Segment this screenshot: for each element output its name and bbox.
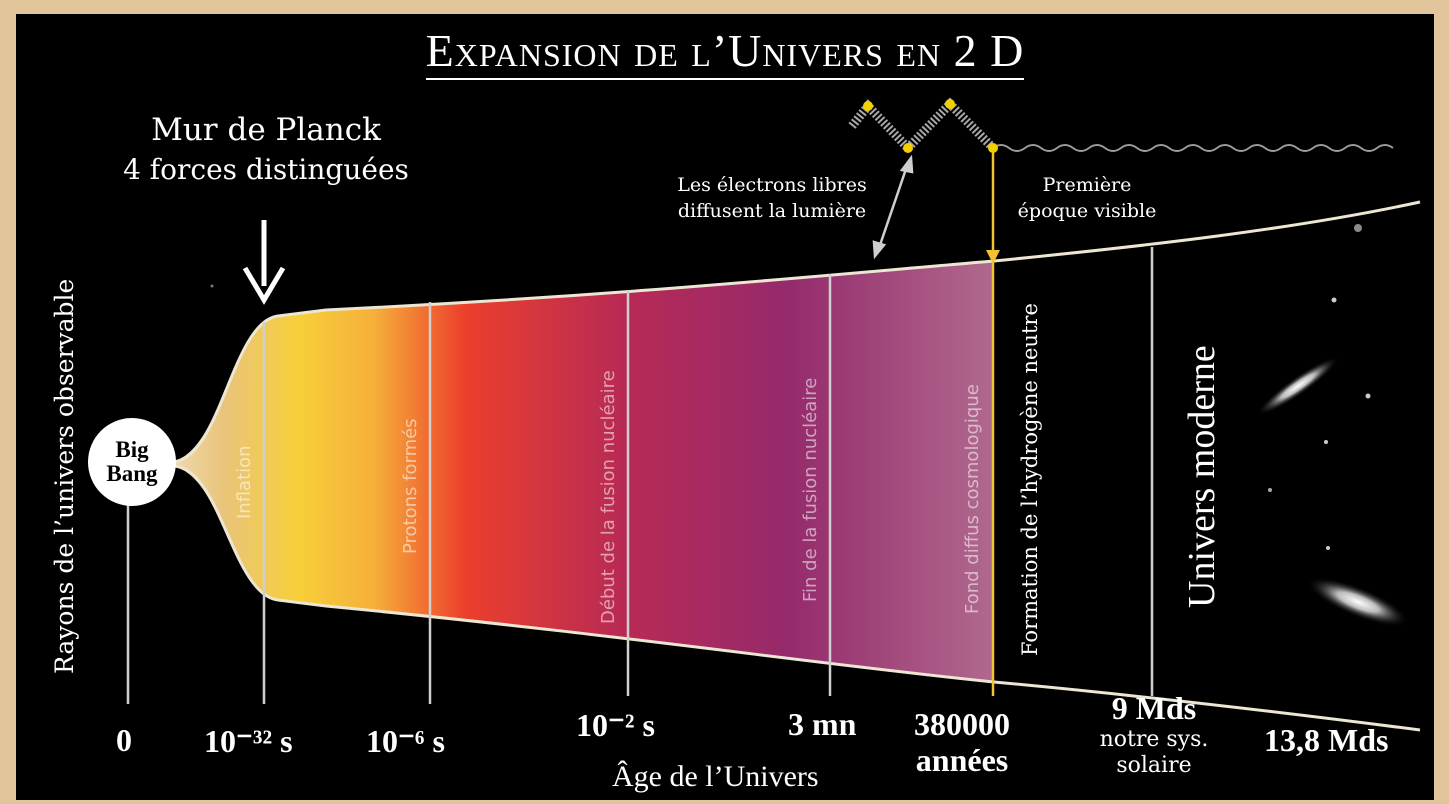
x-axis-label: Âge de l’Univers [612,760,819,793]
time-label-fusion-start: 10⁻² s [576,707,655,743]
big-bang-circle: Big Bang [88,418,176,506]
page-title: Expansion de l’Univers en 2 D [16,24,1434,80]
galaxies [210,224,1410,627]
planck-arrow [242,220,286,305]
diagram-canvas: Expansion de l’Univers en 2 D Mur de Pla… [16,14,1434,800]
y-axis-label: Rayons de l’univers observable [50,278,79,674]
time-label-0: 0 [116,722,132,758]
expansion-band [166,261,994,682]
band-label-cmb: Fond diffus cosmologique [962,384,983,614]
planck-line1: Mur de Planck [151,112,381,148]
time-label-planck: 10⁻³² s [204,723,293,759]
band-label-fusion-start: Début de la fusion nucléaire [598,370,619,624]
electron-arrow [872,154,914,260]
planck-line2: 4 forces distinguées [123,153,409,186]
electron-scatter-note: Les électrons libres diffusent la lumièr… [677,174,867,222]
band-label-inflation: Inflation [234,445,255,519]
upper-boundary-curve [170,200,1421,464]
time-marker-lines [126,247,1154,704]
photon-path [848,97,1394,155]
first-visible-note: Première époque visible [1017,174,1157,222]
universe-expansion-graphic [126,97,1421,732]
cmb-arrow-head [986,250,1000,264]
modern-universe-label: Univers moderne [1181,345,1223,608]
time-label-today: 13,8 Mds [1264,722,1389,758]
time-label-solar-system: 9 Mds notre sys. solaire [1099,690,1209,778]
time-label-protons: 10⁻⁶ s [366,723,445,759]
time-label-fusion-end: 3 mn [788,706,857,742]
hydrogen-formation-label: Formation de l’hydrogène neutre [1018,303,1042,656]
band-label-fusion-end: Fin de la fusion nucléaire [800,377,821,602]
band-label-protons: Protons formés [400,418,421,554]
time-label-cmb: 380000 années [914,706,1010,778]
lower-boundary-curve [170,464,1421,732]
planck-wall-label: Mur de Planck 4 forces distinguées [111,110,421,190]
